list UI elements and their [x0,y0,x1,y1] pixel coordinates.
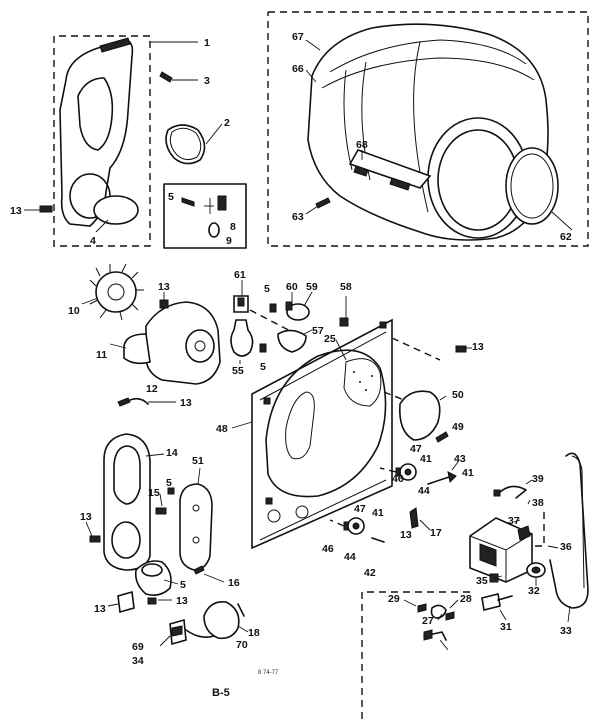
callout-9: 9 [226,235,232,247]
callout-labels: 1 2 3 4 5 8 9 13 67 66 68 63 62 10 11 13… [10,31,572,667]
drum-group [267,11,589,247]
callout-29: 28 [460,593,472,605]
callout-48: 48 [216,423,228,435]
motor-belt-group [469,452,589,623]
callout-15: 15 [148,487,160,499]
callout-58: 58 [340,281,352,293]
heater-duct-group [85,397,225,583]
callout-13: 18 [248,627,260,639]
callout-5: 5 [168,191,174,203]
callout-35: 32 [528,585,540,597]
callout-18: 70 [236,639,248,651]
callout-60: 60 [286,281,298,293]
callout-28: 27 [422,615,434,627]
callout-17: 5 [180,579,186,591]
callout-50: 50 [452,389,464,401]
callout-62: 62 [560,231,572,243]
callout-70: 69 [132,641,144,653]
callout-61: 61 [234,269,246,281]
callout-13: 13 [80,511,92,523]
callout-10: 10 [68,305,80,317]
callout-31: 29 [388,593,400,605]
callout-51: 51 [192,455,204,467]
callout-55: 55 [232,365,244,377]
callout-47: 47 [354,503,366,515]
callout-36: 36 [560,541,572,553]
callout-44: 44 [418,485,430,497]
callout-46: 46 [392,473,404,485]
switch-bracket-group [361,591,513,719]
callout-16: 13 [94,603,106,615]
callout-13: 13 [176,595,188,607]
callout-57: 57 [312,325,324,337]
drawing-code: 8 74-77 [258,670,279,676]
callout-5: 5 [260,361,266,373]
callout-13: 13 [472,341,484,353]
callout-11: 11 [96,349,107,361]
callout-41: 13 [400,529,412,541]
callout-13: 13 [10,205,22,217]
callout-47: 47 [410,443,422,455]
callout-12: 12 [146,383,158,395]
callout-68: 68 [356,139,368,151]
callout-2: 2 [224,117,230,129]
callout-37: 37 [508,515,520,527]
callout-42: 42 [364,567,376,579]
callout-5: 16 [228,577,240,589]
callout-63: 63 [292,211,304,223]
callout-41: 41 [372,507,384,519]
callout-59: 59 [306,281,318,293]
roller-group [329,461,459,543]
rear-duct-group [24,35,247,249]
page-label: B-5 [212,687,230,699]
callout-44: 44 [344,551,356,563]
callout-13: 13 [158,281,170,293]
callout-1: 1 [204,37,210,49]
callout-25: 25 [324,333,336,345]
blower-group [81,263,221,385]
callout-69: 34 [132,655,144,667]
callout-46: 46 [322,543,334,555]
callout-43: 43 [454,453,466,465]
bulkhead-group [231,296,472,550]
callout-66: 66 [292,63,304,75]
callout-13: 13 [180,397,192,409]
callout-34: 35 [476,575,488,587]
callout-8: 8 [230,221,236,233]
callout-5: 5 [166,477,172,489]
thermostat-lamp-group [230,280,313,364]
callout-38: 38 [532,497,544,509]
callout-5: 5 [264,283,270,295]
callout-3: 3 [204,75,210,87]
callout-32: 33 [560,625,572,637]
callout-14: 14 [166,447,178,459]
callout-41: 41 [462,467,474,479]
callout-4: 4 [90,235,96,247]
small-parts-group [107,560,249,647]
callout-49: 49 [452,421,464,433]
callout-13: 17 [430,527,442,539]
callout-67: 67 [292,31,304,43]
callout-33: 31 [500,621,512,633]
callout-39: 39 [532,473,544,485]
callout-41: 41 [420,453,432,465]
